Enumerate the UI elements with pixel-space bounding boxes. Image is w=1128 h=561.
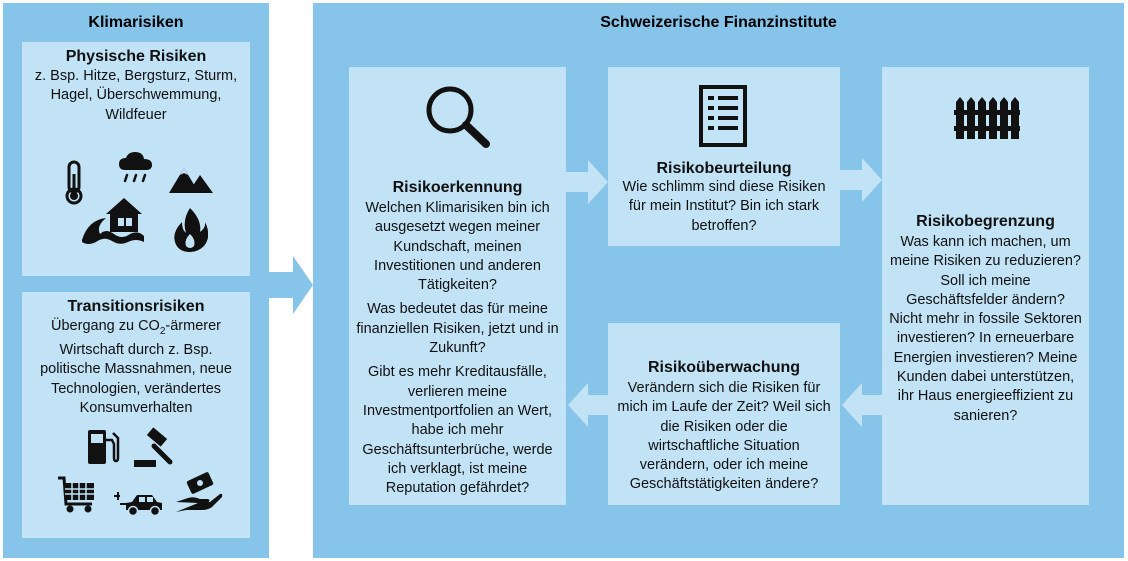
physical-risks-title: Physische Risiken: [65, 48, 207, 65]
fire-icon: [174, 208, 208, 252]
hand-money-icon: [176, 472, 223, 512]
arrow-recognition-to-assessment: [566, 160, 608, 204]
thermometer-icon: [65, 160, 83, 205]
risk-monitoring-title: Risikoüberwachung: [647, 359, 801, 376]
risk-limitation-text: Was kann ich machen, um meine Risiken zu…: [889, 234, 1082, 424]
financial-institutions-title: Schweizerische Finanzinstitute: [600, 14, 837, 31]
fence-icon: [954, 97, 1020, 139]
checklist-icon: [699, 85, 747, 147]
risk-limitation-title: Risikobegrenzung: [916, 213, 1055, 230]
arrow-limitation-to-monitoring: [842, 383, 884, 427]
risk-monitoring-box: Risikoüberwachung Verändern sich die Ris…: [608, 323, 840, 505]
magnifier-icon: [426, 86, 490, 148]
risk-monitoring-text: Verändern sich die Risiken für mich im L…: [617, 380, 831, 493]
transition-risks-title: Transitionsrisiken: [67, 298, 205, 315]
risk-recognition-text: Welchen Klimarisiken bin ich ausgesetzt …: [355, 199, 560, 498]
risk-recognition-paragraph-3: Gibt es mehr Kreditausfälle, verlieren m…: [362, 364, 553, 497]
risk-recognition-title: Risikoerkennung: [392, 179, 523, 196]
flow-arrow-to-institutions: [269, 256, 313, 314]
electric-car-icon: [114, 492, 162, 517]
climate-risks-title: Klimarisiken: [88, 14, 184, 31]
arrow-monitoring-to-recognition: [568, 383, 610, 427]
gavel-icon: [134, 427, 173, 467]
physical-risks-text: z. Bsp. Hitze, Bergsturz, Sturm, Hagel, …: [34, 68, 238, 123]
fuel-pump-icon: [88, 430, 120, 464]
mountains-icon: [169, 168, 213, 193]
transition-risks-text: Übergang zu CO2-ärmerer Wirtschaft durch…: [40, 318, 232, 417]
rain-cloud-icon: [119, 152, 152, 183]
risk-assessment-text: Wie schlimm sind diese Risiken für mein …: [622, 179, 826, 234]
flooded-house-icon: [82, 198, 144, 244]
shopping-cart-icon: [58, 476, 94, 513]
risk-recognition-box: Risikoerkennung Welchen Klimarisiken bin…: [349, 67, 566, 505]
risk-recognition-paragraph-1: Welchen Klimarisiken bin ich ausgesetzt …: [365, 200, 550, 294]
risk-limitation-box: Risikobegrenzung Was kann ich machen, um…: [882, 67, 1089, 505]
arrow-assessment-to-limitation: [840, 158, 882, 202]
risk-assessment-title: Risikobeurteilung: [656, 160, 792, 177]
risk-recognition-paragraph-2: Was bedeutet das für meine finanziellen …: [356, 301, 559, 357]
